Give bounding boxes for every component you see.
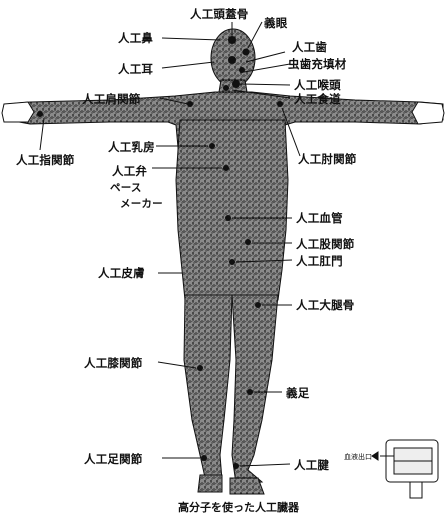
label-elbow: 人工肘関節 (298, 152, 357, 166)
label-finger: 人工指関節 (16, 153, 75, 167)
label-leg: 義足 (286, 386, 309, 400)
label-shoulder: 人工肩関節 (82, 92, 141, 106)
label-pacemaker-2: メーカー (120, 197, 163, 211)
label-ear: 人工耳 (118, 62, 153, 76)
label-valve: 人工弁 (112, 164, 147, 178)
label-esophagus: 人工食道 (294, 92, 341, 106)
label-skull: 人工頭蓋骨 (190, 7, 249, 21)
label-nose: 人工鼻 (118, 31, 153, 45)
label-larynx: 人工喉頭 (294, 78, 341, 92)
label-hip: 人工股関節 (296, 237, 355, 251)
body-silhouette (8, 29, 443, 494)
label-pacemaker-1: ペース (110, 181, 142, 195)
label-femur: 人工大腿骨 (296, 298, 355, 312)
label-filling: 虫歯充填材 (288, 57, 347, 71)
label-ankle: 人工足関節 (84, 452, 143, 466)
label-vessel: 人工血管 (296, 211, 343, 225)
device-drawing (372, 440, 438, 498)
label-breast: 人工乳房 (108, 140, 155, 154)
figure-caption: 高分子を使った人工臓器 (178, 499, 299, 515)
label-anus: 人工肛門 (296, 254, 343, 268)
label-tendon: 人工腱 (294, 458, 329, 472)
label-tooth: 人工歯 (292, 40, 327, 54)
device-label: 血液出口 (344, 452, 372, 462)
label-skin: 人工皮膚 (98, 266, 145, 280)
label-eye: 義眼 (264, 16, 287, 30)
label-knee: 人工膝関節 (84, 356, 143, 370)
